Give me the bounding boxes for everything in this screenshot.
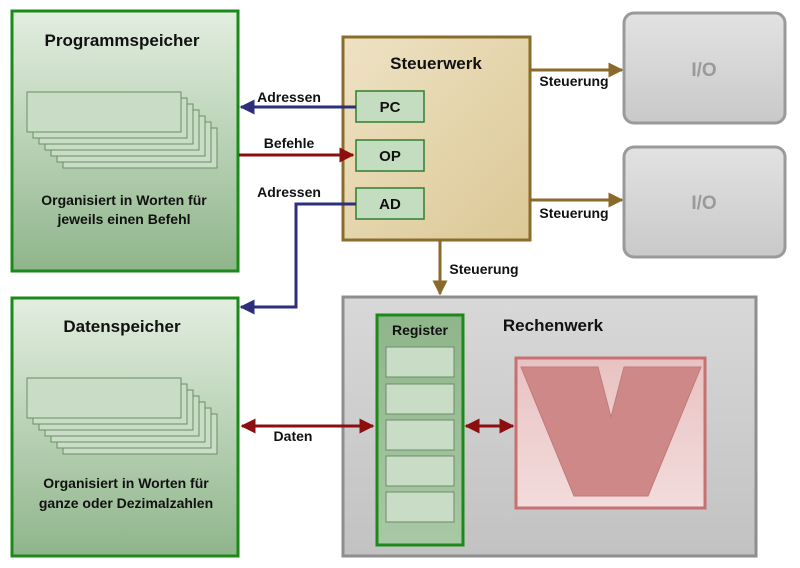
register-op-label: OP <box>379 148 401 165</box>
label-steuerung-rechenwerk: Steuerung <box>449 261 518 277</box>
label-steuerung-io1: Steuerung <box>539 73 608 89</box>
label-steuerung-io2: Steuerung <box>539 205 608 221</box>
io-label-2: I/O <box>691 193 716 214</box>
io-block-1: I/O <box>622 11 787 125</box>
io-label-1: I/O <box>691 60 716 81</box>
programmspeicher-desc-line1: Organisiert in Worten für <box>41 192 207 208</box>
alu <box>514 356 707 510</box>
alu-v-icon <box>520 366 702 497</box>
programmspeicher-desc-line2: jeweils einen Befehl <box>56 211 190 227</box>
io-box-1 <box>622 11 787 125</box>
programmspeicher-block: Programmspeicher Organisiert in Worten f… <box>10 9 240 273</box>
register-pc: PC <box>355 90 425 123</box>
arrow-adressen-ad <box>239 202 356 315</box>
register-file-title: Register <box>392 322 449 338</box>
datenspeicher-desc-line2: ganze oder Dezimalzahlen <box>39 495 213 511</box>
programmspeicher-title: Programmspeicher <box>45 31 200 50</box>
programm-word-stack <box>26 91 218 169</box>
datenspeicher-block: Datenspeicher Organisiert in Worten für … <box>10 296 240 558</box>
label-adressen-pc: Adressen <box>257 89 321 105</box>
register-ad: AD <box>355 187 425 220</box>
register-ad-label: AD <box>379 196 401 213</box>
steuerwerk-block: Steuerwerk PC OP AD <box>341 35 532 242</box>
rechenwerk-title: Rechenwerk <box>503 316 604 335</box>
label-daten: Daten <box>274 428 313 444</box>
datenspeicher-desc-line1: Organisiert in Worten für <box>43 475 209 491</box>
connections: Adressen Befehle Adressen Steuerung Steu… <box>239 62 624 444</box>
io-box-2 <box>622 145 787 259</box>
register-cell <box>385 491 455 523</box>
register-cell <box>385 455 455 487</box>
register-file: Register <box>375 313 465 547</box>
label-befehle: Befehle <box>264 135 315 151</box>
register-cell <box>385 383 455 415</box>
steuerwerk-title: Steuerwerk <box>390 54 482 73</box>
register-cell <box>385 419 455 451</box>
datenspeicher-title: Datenspeicher <box>63 317 181 336</box>
daten-word-stack <box>26 377 218 455</box>
register-op: OP <box>355 139 425 172</box>
io-block-2: I/O <box>622 145 787 259</box>
rechenwerk-block: Rechenwerk Register <box>341 295 758 558</box>
register-cell <box>385 346 455 378</box>
register-pc-label: PC <box>380 99 401 116</box>
label-adressen-ad: Adressen <box>257 184 321 200</box>
